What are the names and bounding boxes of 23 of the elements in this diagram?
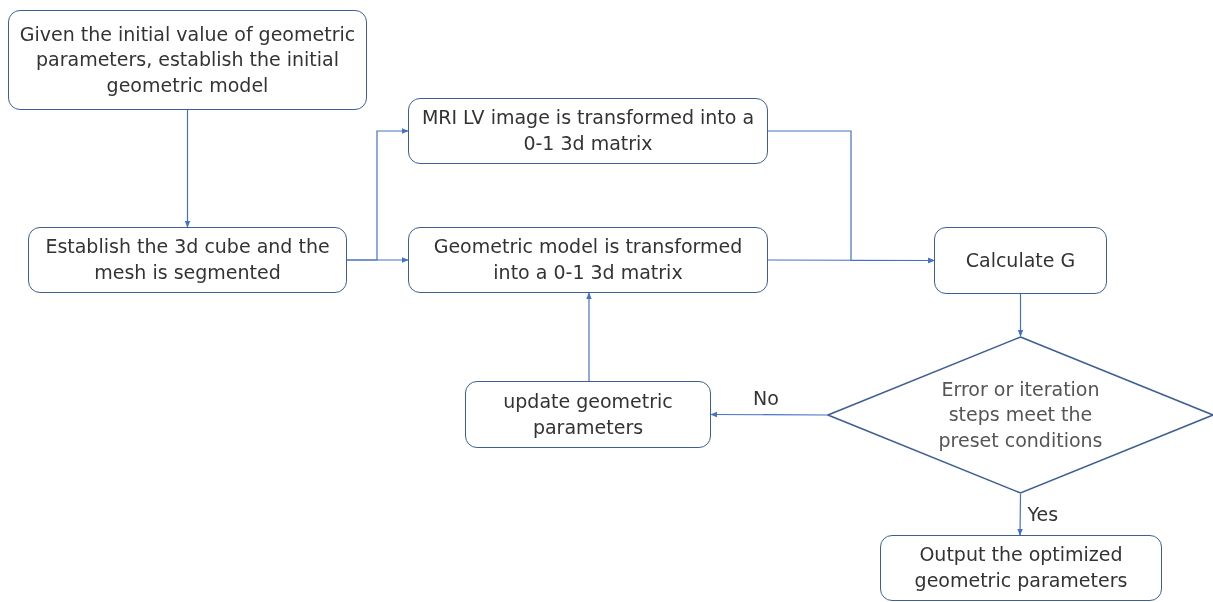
node-text: Geometric model is transformed into a 0-1 3d matrix — [432, 234, 744, 285]
arrow — [767, 257, 935, 264]
arrow — [710, 411, 828, 418]
node-text: Calculate G — [965, 247, 1076, 273]
node-text: Establish the 3d cube and the mesh is segmented — [44, 234, 331, 285]
decision-diamond — [827, 336, 1213, 494]
process-box — [880, 535, 1162, 601]
process-box — [465, 381, 711, 448]
node-text: Given the initial value of geometric parameters, establish the initial geometric model — [19, 21, 356, 98]
process-box — [8, 10, 367, 110]
arrow — [346, 257, 409, 263]
node-text: Output the optimized geometric parameters — [913, 542, 1129, 593]
process-box — [934, 227, 1107, 294]
node-text: Error or iteration steps meet the preset conditions — [937, 376, 1104, 453]
process-box — [28, 227, 347, 293]
arrow — [184, 109, 191, 228]
arrow — [1017, 293, 1024, 337]
process-box — [408, 98, 768, 164]
node-text: MRI LV image is transformed into a 0-1 3d matrix — [420, 105, 756, 156]
process-box — [408, 227, 768, 293]
arrow — [1017, 493, 1023, 536]
node-text: update geometric parameters — [502, 388, 674, 440]
arrow — [586, 292, 592, 382]
